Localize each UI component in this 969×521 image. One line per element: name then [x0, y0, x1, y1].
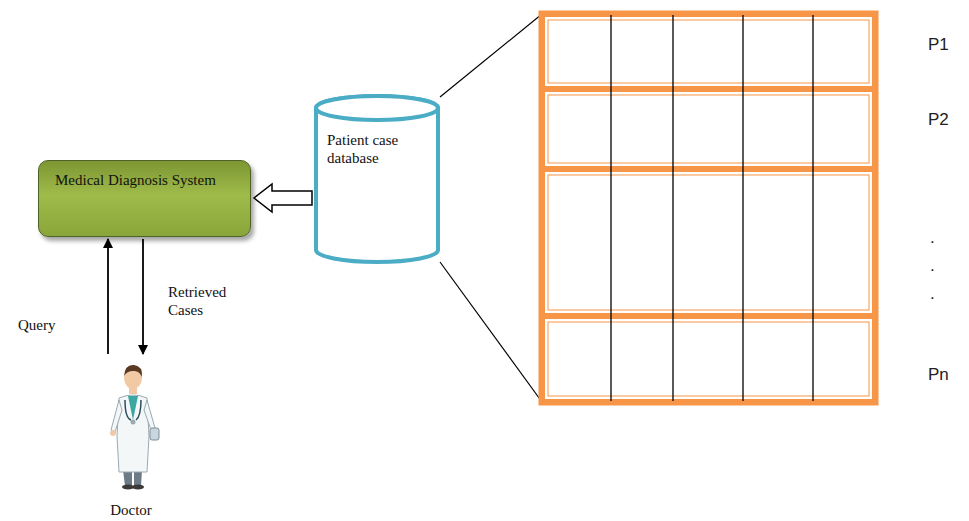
flow-arrow: [107, 239, 109, 354]
edge-label: Query: [18, 316, 78, 334]
doctor-figure: Doctor: [95, 356, 167, 520]
row-label: .: [930, 228, 935, 248]
leader-line: [440, 14, 542, 97]
node-text: Patient case database: [327, 131, 429, 167]
row-label: P1: [928, 35, 949, 55]
cylinder-outline: [313, 93, 441, 265]
block-arrow: [254, 184, 312, 212]
table-column-lines: [611, 15, 813, 401]
row-label: Pn: [928, 365, 949, 385]
figure-caption: Doctor: [95, 501, 167, 519]
database-cylinder: Patient case database: [313, 93, 441, 265]
row-label: .: [930, 256, 935, 276]
edge-label: Retrieved Cases: [168, 283, 244, 319]
row-label: .: [930, 284, 935, 304]
row-label: P2: [928, 110, 949, 130]
leader-line: [440, 262, 542, 402]
node-text: Medical Diagnosis System: [55, 171, 236, 189]
doctor-illustration: [103, 358, 163, 490]
process-box: Medical Diagnosis System: [38, 160, 251, 237]
record-table: [541, 13, 876, 403]
flow-arrow: [142, 239, 144, 354]
